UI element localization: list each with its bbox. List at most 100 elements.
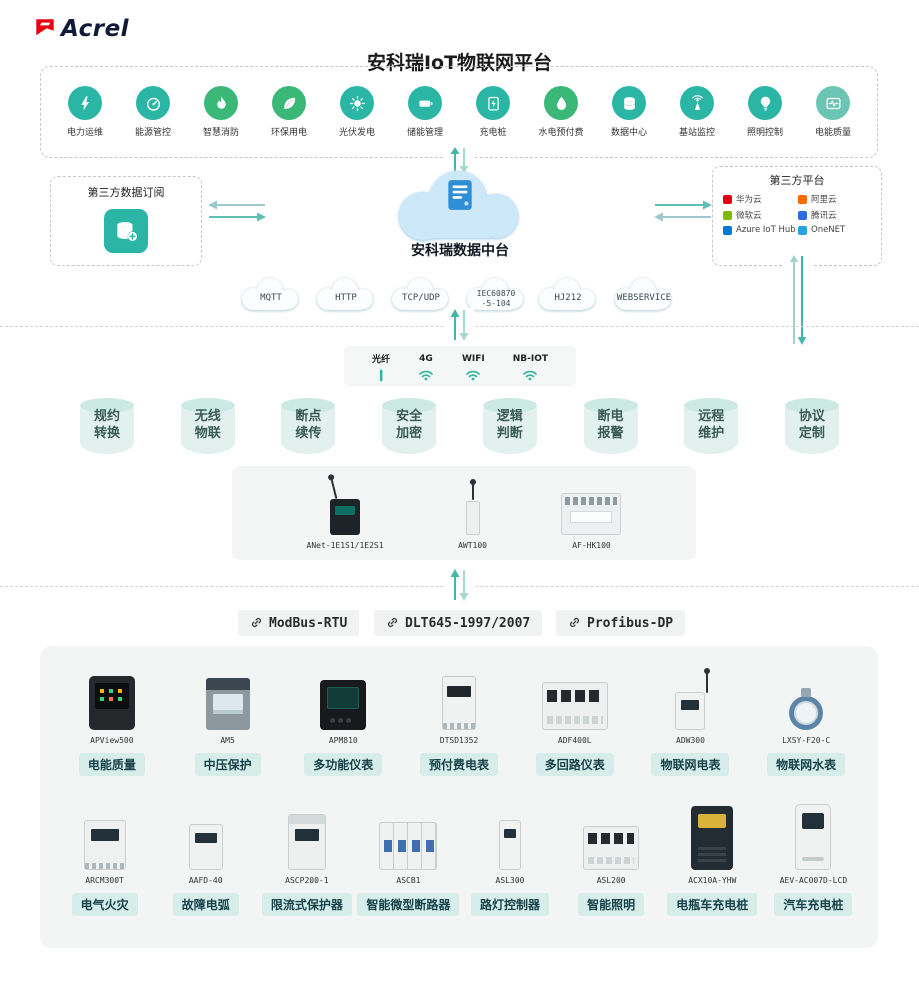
asl300-device-figure — [499, 820, 521, 870]
protocol-cloud-hj212: HJ212 — [528, 272, 608, 316]
function-wireless-iot: 无线物联 — [180, 398, 235, 454]
device-category-badge: 智能照明 — [578, 893, 645, 916]
adw300-device-figure — [675, 668, 711, 730]
updown-arrow-right-long — [784, 254, 812, 350]
third-party-platform-list: 华为云 阿里云 微软云 腾讯云 Azure IoT Hub OneNET — [713, 188, 881, 235]
function-outage-alarm: 断电报警 — [583, 398, 638, 454]
gateway-model: AWT100 — [458, 541, 487, 550]
gateway-awt100: AWT100 — [458, 479, 487, 550]
device-model: AM5 — [220, 736, 235, 745]
energy-control-icon — [136, 86, 170, 120]
app-label: 光伏发电 — [338, 128, 375, 138]
dtsd1352-device-figure — [442, 676, 477, 730]
device-am5: AM5 中压保护 — [170, 670, 286, 776]
protocol-cloud-tcpudp: TCP/UDP — [381, 272, 461, 316]
platform-ali-cloud: 阿里云 — [798, 193, 871, 205]
aafd40-device-figure — [188, 824, 223, 870]
device-asl300: ASL300 路灯控制器 — [459, 810, 560, 916]
platform-onenet: OneNET — [798, 225, 871, 235]
device-category-badge: 预付费电表 — [420, 753, 499, 776]
device-model: APM810 — [328, 736, 358, 745]
app-item-charging-pile: 充电桩 — [461, 86, 525, 138]
data-hub-label: 安科瑞数据中台 — [411, 243, 509, 259]
device-adw300: ADW300 物联网电表 — [633, 668, 749, 776]
device-category-badge: 电能质量 — [78, 753, 145, 776]
app-label: 电力运维 — [66, 128, 103, 138]
function-encryption: 安全加密 — [382, 398, 437, 454]
device-model: ASL300 — [495, 876, 525, 885]
device-model: ADF400L — [557, 736, 592, 745]
app-label: 基站监控 — [678, 128, 715, 138]
function-protocol-conversion: 规约转换 — [80, 398, 134, 454]
app-item-energy-storage: 储能管理 — [393, 86, 457, 138]
acrel-logo-text: Acrel — [61, 16, 130, 42]
acx10a-device-figure — [691, 806, 734, 870]
link-icon — [386, 614, 399, 633]
device-ascp200-1: ASCP200-1 限流式保护器 — [256, 810, 357, 916]
updown-arrow-mid-2 — [444, 568, 474, 606]
device-aev-ac007d-lcd: AEV-AC007D-LCD 汽车充电桩 — [763, 804, 864, 916]
database-subscribe-icon — [104, 209, 148, 253]
app-label: 环保用电 — [270, 128, 307, 138]
solar-pv-icon — [340, 86, 374, 120]
connectivity-bar: 光纤 4G WIFI NB-IOT — [344, 346, 576, 386]
platform-azure-iot-hub: Azure IoT Hub — [723, 225, 796, 235]
app-label: 能源管控 — [134, 128, 171, 138]
device-model: ASCB1 — [396, 876, 421, 885]
app-item-power-om: 电力运维 — [53, 86, 117, 138]
eco-power-icon — [272, 86, 306, 120]
conn-fiber: 光纤 — [372, 352, 390, 382]
app-item-eco-power: 环保用电 — [257, 86, 321, 138]
onenet-icon — [798, 225, 807, 235]
device-aafd-40: AAFD-40 故障电弧 — [155, 810, 256, 916]
device-category-badge: 物联网水表 — [767, 753, 846, 776]
function-custom-protocol: 协议定制 — [784, 398, 839, 454]
device-category-badge: 限流式保护器 — [261, 893, 352, 916]
azure-iot-hub-icon — [723, 225, 732, 235]
device-category-badge: 中压保护 — [194, 753, 261, 776]
data-center-icon — [612, 86, 646, 120]
device-category-badge: 汽车充电桩 — [774, 893, 853, 916]
device-lxsy-f20-c: LXSY-F20-C 物联网水表 — [748, 670, 864, 776]
leftright-arrow-left — [204, 198, 270, 228]
app-label: 数据中心 — [610, 128, 647, 138]
applications-panel: 电力运维 能源管控 智慧消防 环保用电 光伏发电 储能管理 充电桩 水电预付费 — [40, 66, 878, 158]
anet-device-figure — [330, 479, 361, 535]
device-adf400l: ADF400L 多回路仪表 — [517, 670, 633, 776]
nbiot-icon — [513, 366, 548, 380]
device-category-badge: 电瓶车充电桩 — [667, 893, 758, 916]
arcm300t-device-figure — [83, 820, 126, 870]
conn-4g: 4G — [418, 354, 434, 380]
ali-cloud-icon — [798, 194, 807, 204]
device-model: ASL200 — [596, 876, 626, 885]
devices-row-1: APView500 电能质量 AM5 中压保护 APM810 多功能仪表 DTS… — [40, 668, 878, 776]
afhk100-device-figure — [561, 493, 622, 535]
gateway-devices-panel: ANet-1E1S1/1E2S1 AWT100 AF-HK100 — [232, 466, 696, 560]
data-hub: 安科瑞数据中台 — [378, 164, 542, 260]
bus-protocol-dlt645: DLT645-1997/2007 — [374, 610, 543, 636]
microsoft-cloud-icon — [723, 210, 732, 220]
device-category-badge: 路灯控制器 — [471, 893, 550, 916]
charging-pile-icon — [476, 86, 510, 120]
third-party-platform-title: 第三方平台 — [769, 174, 825, 187]
aev-charger-device-figure — [795, 804, 832, 870]
app-item-energy-control: 能源管控 — [121, 86, 185, 138]
device-model: AAFD-40 — [188, 876, 223, 885]
app-item-power-quality: 电能质量 — [801, 86, 865, 138]
tencent-cloud-icon — [798, 210, 807, 220]
function-resume-transfer: 断点续传 — [281, 398, 336, 454]
apm810-device-figure — [320, 680, 367, 730]
energy-storage-icon — [408, 86, 442, 120]
device-acx10a-yhw: ACX10A-YHW 电瓶车充电桩 — [662, 806, 763, 916]
base-station-icon — [680, 86, 714, 120]
device-model: ADW300 — [676, 736, 705, 745]
platform-huawei-cloud: 华为云 — [723, 193, 796, 205]
device-category-badge: 多回路仪表 — [535, 753, 614, 776]
device-model: APView500 — [90, 736, 134, 745]
link-icon — [568, 614, 581, 633]
awt100-device-figure — [465, 479, 480, 535]
device-ascb1: ASCB1 智能微型断路器 — [357, 810, 460, 916]
lighting-control-icon — [748, 86, 782, 120]
data-subscription-title: 第三方数据订阅 — [87, 186, 165, 199]
platform-tencent-cloud: 腾讯云 — [798, 209, 871, 221]
